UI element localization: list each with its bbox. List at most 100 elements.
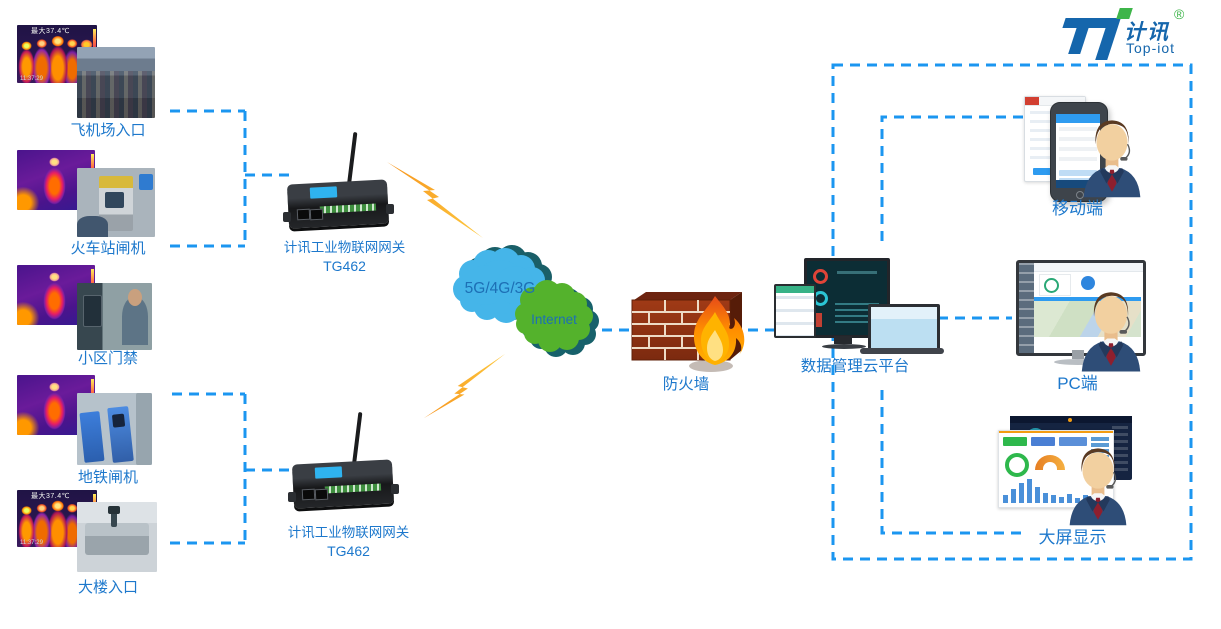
page-button	[1033, 168, 1055, 175]
stat-card	[1039, 274, 1071, 296]
camera-label-community: 小区门禁	[77, 350, 138, 367]
person-silhouette	[122, 289, 148, 345]
app-footer	[1056, 180, 1100, 188]
scene-photo-airport	[77, 47, 155, 118]
gateway-label-1: 计讯工业物联网网关 TG462	[272, 236, 417, 274]
monitor-icon-small	[774, 284, 816, 338]
gateway-name: 计讯工业物联网网关	[287, 525, 410, 540]
donut-chart-icon	[1005, 453, 1029, 477]
lightning-icon-top	[387, 162, 483, 238]
top-iot-logo: 计讯 ® Top-iot	[1058, 6, 1218, 64]
scene-photo-subway-gate	[77, 393, 152, 465]
thermal-timestamp: 11:37:29	[20, 540, 43, 546]
dashboard-ring-red	[813, 269, 828, 284]
monitor-stand	[1072, 350, 1084, 359]
blue-strip	[1034, 297, 1141, 301]
access-panel	[83, 295, 102, 327]
gateway-sticker	[314, 466, 343, 479]
gateway-sticker	[309, 186, 338, 199]
mounting-ear	[386, 204, 394, 214]
subway-gate-right	[107, 406, 134, 464]
antenna-icon	[346, 131, 358, 189]
lightning-icon-bottom	[423, 353, 506, 419]
person-arm	[77, 216, 109, 237]
platform-label: 数据管理云平台	[800, 358, 910, 375]
gate-screen	[111, 413, 126, 428]
camera-label-building: 大楼入口	[77, 579, 138, 596]
laptop-base	[860, 348, 944, 354]
monitor-base	[822, 344, 866, 349]
blue-sign	[139, 173, 154, 191]
orange-line	[999, 431, 1113, 433]
logo-brand-cn: 计讯	[1124, 21, 1170, 44]
gateway-model: TG462	[327, 543, 370, 559]
flame-icon	[689, 296, 745, 372]
gateway-label-2: 计讯工业物联网网关 TG462	[276, 521, 421, 559]
gauge-chart-icon	[1035, 455, 1065, 470]
stat-ring	[1044, 278, 1059, 293]
businessman-icon	[1081, 291, 1141, 372]
toolbar	[1034, 263, 1143, 272]
camera-label-airport: 飞机场入口	[70, 122, 146, 139]
monitor-stand	[834, 336, 852, 344]
monitor-base	[1054, 359, 1102, 365]
ethernet-port	[296, 208, 311, 221]
gateway-device-1	[283, 131, 394, 234]
cloud-internet-label: Internet	[531, 312, 577, 327]
side-rows	[1112, 426, 1128, 474]
bar-chart-icon	[1003, 477, 1107, 503]
laptop-icon	[868, 304, 940, 352]
registered-mark: ®	[1174, 6, 1185, 22]
dashboard-line	[837, 271, 877, 274]
app-list-rows	[1059, 127, 1097, 167]
client-label-pc: PC端	[1057, 374, 1098, 393]
scene-photo-community-access	[77, 283, 152, 350]
ethernet-port	[314, 488, 329, 501]
logo-brand-en: Top-iot	[1126, 40, 1176, 56]
ethernet-port	[309, 208, 324, 221]
thermal-max-temp: 最大37.4℃	[31, 28, 70, 35]
firewall-icon	[628, 288, 750, 377]
gateway-name: 计讯工业物联网网关	[283, 240, 406, 255]
gate-screen	[105, 191, 124, 209]
sidebar	[1019, 263, 1034, 353]
orange-dot	[1068, 418, 1072, 422]
thermal-max-temp: 最大37.4℃	[31, 493, 70, 500]
turnstile-body	[85, 523, 149, 556]
blue-widget	[1059, 437, 1087, 446]
mounting-ear	[391, 484, 399, 494]
network-cloud-icon: 5G/4G/3G Internet	[453, 245, 599, 357]
camera-label-subway: 地铁闸机	[77, 469, 138, 486]
person-head	[127, 289, 142, 307]
app-pill	[1059, 170, 1097, 176]
scene-photo-building-turnstile	[77, 502, 157, 572]
face-scanner	[108, 506, 120, 514]
scene-photo-train-gate	[77, 168, 155, 237]
stat-circle	[1081, 276, 1095, 290]
dashboard-screen	[776, 286, 814, 336]
gateway-model: TG462	[323, 258, 366, 274]
station-pillar	[135, 393, 152, 465]
businessman-icon	[1082, 119, 1142, 198]
camera-label-train: 火车站闸机	[70, 240, 146, 257]
blue-widget	[1031, 437, 1055, 446]
businessman-icon	[1068, 447, 1128, 526]
pc-client-icon	[1016, 260, 1156, 376]
home-button	[1076, 191, 1084, 199]
green-widget	[1003, 437, 1027, 446]
dashboard-red-bar	[812, 313, 822, 327]
firewall-label: 防火墙	[662, 376, 710, 393]
mobile-client-icon	[1024, 90, 1154, 202]
mounting-ear	[283, 212, 291, 222]
app-header	[1056, 114, 1100, 123]
ethernet-port	[301, 488, 316, 501]
subway-gate-left	[78, 410, 104, 463]
cloud-cellular-label: 5G/4G/3G	[465, 280, 536, 297]
gateway-device-2	[288, 411, 399, 514]
mounting-ear	[288, 492, 296, 502]
turnstile-post	[108, 506, 120, 528]
cloud-platform-icon	[770, 250, 950, 355]
client-label-mobile: 移动端	[1052, 199, 1103, 218]
